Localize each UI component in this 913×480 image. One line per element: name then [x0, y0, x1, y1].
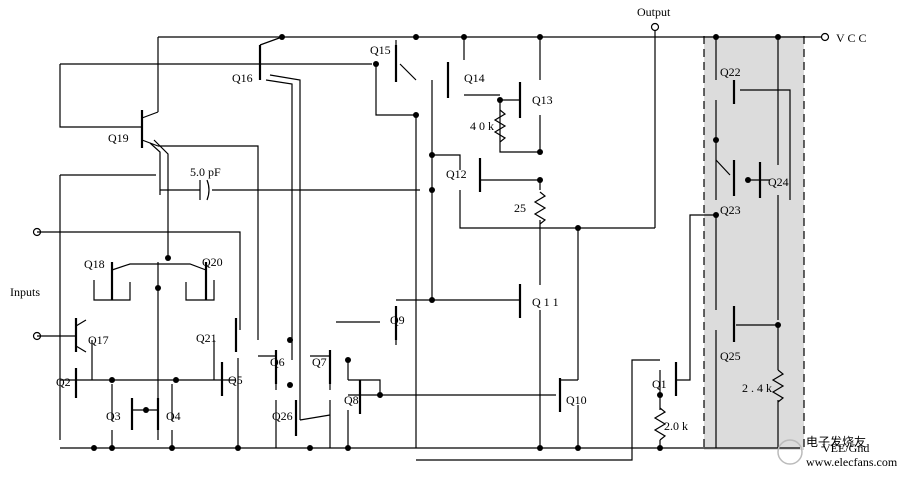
resistor-2-4k-label: 2 . 4 k: [742, 381, 772, 395]
q14-label: Q14: [464, 71, 485, 85]
q1-label: Q1: [652, 377, 667, 391]
resistor-25: [533, 191, 547, 225]
q24-label: Q24: [768, 175, 789, 189]
q19-label: Q19: [108, 131, 129, 145]
resistor-40k: [493, 109, 507, 143]
q16-label: Q16: [232, 71, 253, 85]
q26-label: Q26: [272, 409, 293, 423]
q7-label: Q7: [312, 355, 327, 369]
shaded-region: [704, 36, 804, 450]
q20-label: Q20: [202, 255, 223, 269]
transistor-symbols: [74, 45, 762, 436]
q23-label: Q23: [720, 203, 741, 217]
resistor-2k-label: 2.0 k: [664, 419, 688, 433]
junction-dots: [91, 34, 781, 451]
q6-label: Q6: [270, 355, 285, 369]
q4-label: Q4: [166, 409, 181, 423]
output-terminal[interactable]: [650, 22, 660, 32]
q12-label: Q12: [446, 167, 467, 181]
q25-label: Q25: [720, 349, 741, 363]
resistor-25-label: 25: [514, 201, 526, 215]
wiring: [37, 30, 791, 461]
resistor-2k: [653, 407, 667, 441]
output-label: Output: [637, 5, 671, 19]
capacitor-label: 5.0 pF: [190, 165, 221, 179]
q13-label: Q13: [532, 93, 553, 107]
q11-label: Q 1 1: [532, 295, 559, 309]
q2-label: Q2: [56, 375, 71, 389]
q18-label: Q18: [84, 257, 105, 271]
q10-label: Q10: [566, 393, 587, 407]
watermark-logo-text: 电子发烧友: [806, 434, 866, 449]
q5-label: Q5: [228, 373, 243, 387]
q9-label: Q9: [390, 313, 405, 327]
resistor-2-4k: [771, 369, 785, 403]
resistors: [493, 109, 785, 441]
vee-gnd-label: VEE/Gnd: [822, 441, 869, 455]
watermark-url: www.elecfans.com: [806, 455, 898, 469]
q3-label: Q3: [106, 409, 121, 423]
resistor-40k-label: 4 0 k: [470, 119, 494, 133]
vcc-terminal[interactable]: [820, 32, 830, 42]
vcc-label: V C C: [836, 31, 866, 45]
q21-label: Q21: [196, 331, 217, 345]
q22-label: Q22: [720, 65, 741, 79]
q8-label: Q8: [344, 393, 359, 407]
watermark-logo: 电子发烧友 www.elecfans.com: [777, 434, 898, 469]
q17-label: Q17: [88, 333, 109, 347]
q15-label: Q15: [370, 43, 391, 57]
inputs-label: Inputs: [10, 285, 40, 299]
